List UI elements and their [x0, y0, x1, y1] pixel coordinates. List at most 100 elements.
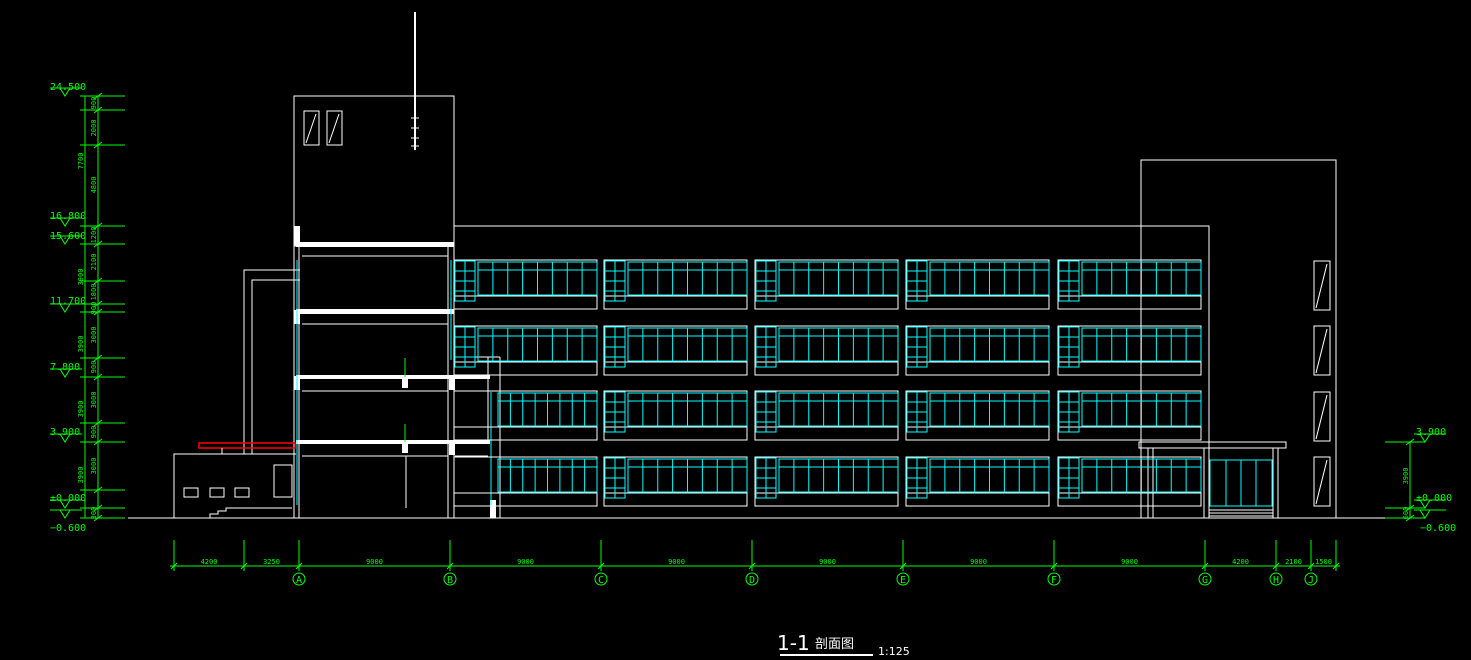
level-label: 11.700 [50, 296, 86, 307]
window-bay [905, 456, 1050, 507]
dimension-text: 9000 [970, 558, 987, 566]
window-bay [453, 390, 598, 441]
dimension-text: 1500 [1315, 558, 1332, 566]
levels-right: 3.900 ±0.000 −0.600 [1416, 427, 1456, 534]
dimension-text: 3900 [1402, 468, 1410, 485]
window-bay [603, 259, 748, 310]
dimension-text: 1800 [90, 284, 98, 301]
dimension-text: 7700 [77, 153, 85, 170]
window-bay [603, 390, 748, 441]
axis-bubble: J [1304, 572, 1318, 586]
axis-label: F [1051, 575, 1057, 586]
axis-label: D [749, 575, 755, 586]
dimension-text: 2100 [90, 254, 98, 271]
title-scale: 1:125 [878, 645, 910, 658]
window-bay [905, 259, 1050, 310]
dimension-text: 2000 [90, 120, 98, 137]
dimension-text: 300 [90, 507, 98, 520]
window-bay [754, 456, 899, 507]
window-bay [603, 325, 748, 376]
dimension-text: 900 [90, 426, 98, 439]
east-slit-windows [1313, 260, 1331, 507]
window-bay [754, 259, 899, 310]
entrance-canopy [1138, 441, 1287, 449]
dimension-text: 2100 [1285, 558, 1302, 566]
dimension-text: 4200 [1232, 558, 1249, 566]
dimension-text: 4800 [90, 177, 98, 194]
dimension-text: 900 [90, 361, 98, 374]
tower-window-2 [326, 110, 343, 146]
levels-left: 24.500 16.800 15.600 11.700 7.800 3.900 … [50, 82, 86, 534]
east-block [1140, 159, 1337, 519]
axis-label: G [1202, 575, 1208, 586]
window-bay [1057, 456, 1202, 507]
dimension-text: 1200 [90, 227, 98, 244]
window-bay [1057, 325, 1202, 376]
red-canopy [198, 442, 296, 449]
level-label: 3.900 [1416, 427, 1446, 438]
dimension-text: 3900 [77, 401, 85, 418]
window-bay [905, 325, 1050, 376]
axis-bubble: H [1269, 572, 1283, 586]
title-number: 1-1 [777, 631, 810, 655]
window-bay [754, 325, 899, 376]
level-label: −0.600 [1420, 523, 1456, 534]
dimension-text: 3900 [77, 269, 85, 286]
stair-tower [293, 95, 455, 247]
dimension-text: 3000 [90, 392, 98, 409]
axis-bubble: G [1198, 572, 1212, 586]
window-bay [453, 456, 598, 507]
window-bay [453, 325, 598, 376]
window-bay [603, 456, 748, 507]
window-bay [1057, 259, 1202, 310]
window-bay [754, 390, 899, 441]
level-label: −0.600 [50, 523, 86, 534]
window-bays [453, 259, 1202, 507]
entry-steps [209, 507, 292, 518]
axis-bubble: D [745, 572, 759, 586]
level-label: ±0.000 [50, 493, 86, 504]
axis-label: E [900, 575, 906, 586]
level-label: 15.600 [50, 231, 86, 242]
axis-label: A [296, 575, 302, 586]
level-label: 16.800 [50, 211, 86, 222]
dimension-text: 9000 [819, 558, 836, 566]
dimension-text: 3000 [90, 327, 98, 344]
dimension-text: 3250 [263, 558, 280, 566]
axis-bubble: F [1047, 572, 1061, 586]
axis-label: H [1273, 575, 1279, 586]
dimension-text: 9000 [668, 558, 685, 566]
dimension-text: 900 [90, 97, 98, 110]
window-bay [453, 259, 598, 310]
level-label: 24.500 [50, 82, 86, 93]
axis-label: J [1308, 575, 1314, 586]
tower-window-1 [303, 110, 320, 146]
drawing-title: 1-1 剖面图 1:125 [777, 631, 910, 658]
dimension-text: 9000 [366, 558, 383, 566]
dimension-text: 600 [1402, 507, 1410, 520]
dimension-text: 3900 [77, 336, 85, 353]
dimension-text: 9000 [1121, 558, 1138, 566]
level-label: ±0.000 [1416, 493, 1452, 504]
west-annex [173, 453, 296, 518]
level-label: 7.800 [50, 362, 80, 373]
window-bay [1057, 390, 1202, 441]
axis-label: B [447, 575, 453, 586]
dimension-text: 3000 [90, 458, 98, 475]
axis-label: C [598, 575, 604, 586]
dimension-text: 3900 [77, 467, 85, 484]
dimension-text: 900 [90, 302, 98, 315]
section-glazing [296, 260, 1273, 507]
title-text: 剖面图 [815, 637, 854, 652]
dimension-lines: 9002000480012002100180090030009003000900… [50, 87, 1446, 571]
dimension-text: 4200 [201, 558, 218, 566]
axis-bubble: A [292, 572, 306, 586]
axis-bubble: B [443, 572, 457, 586]
dimension-text: 9000 [517, 558, 534, 566]
axis-bubble: C [594, 572, 608, 586]
floor-slabs [294, 226, 496, 518]
axis-bubble: E [896, 572, 910, 586]
level-label: 3.900 [50, 427, 80, 438]
